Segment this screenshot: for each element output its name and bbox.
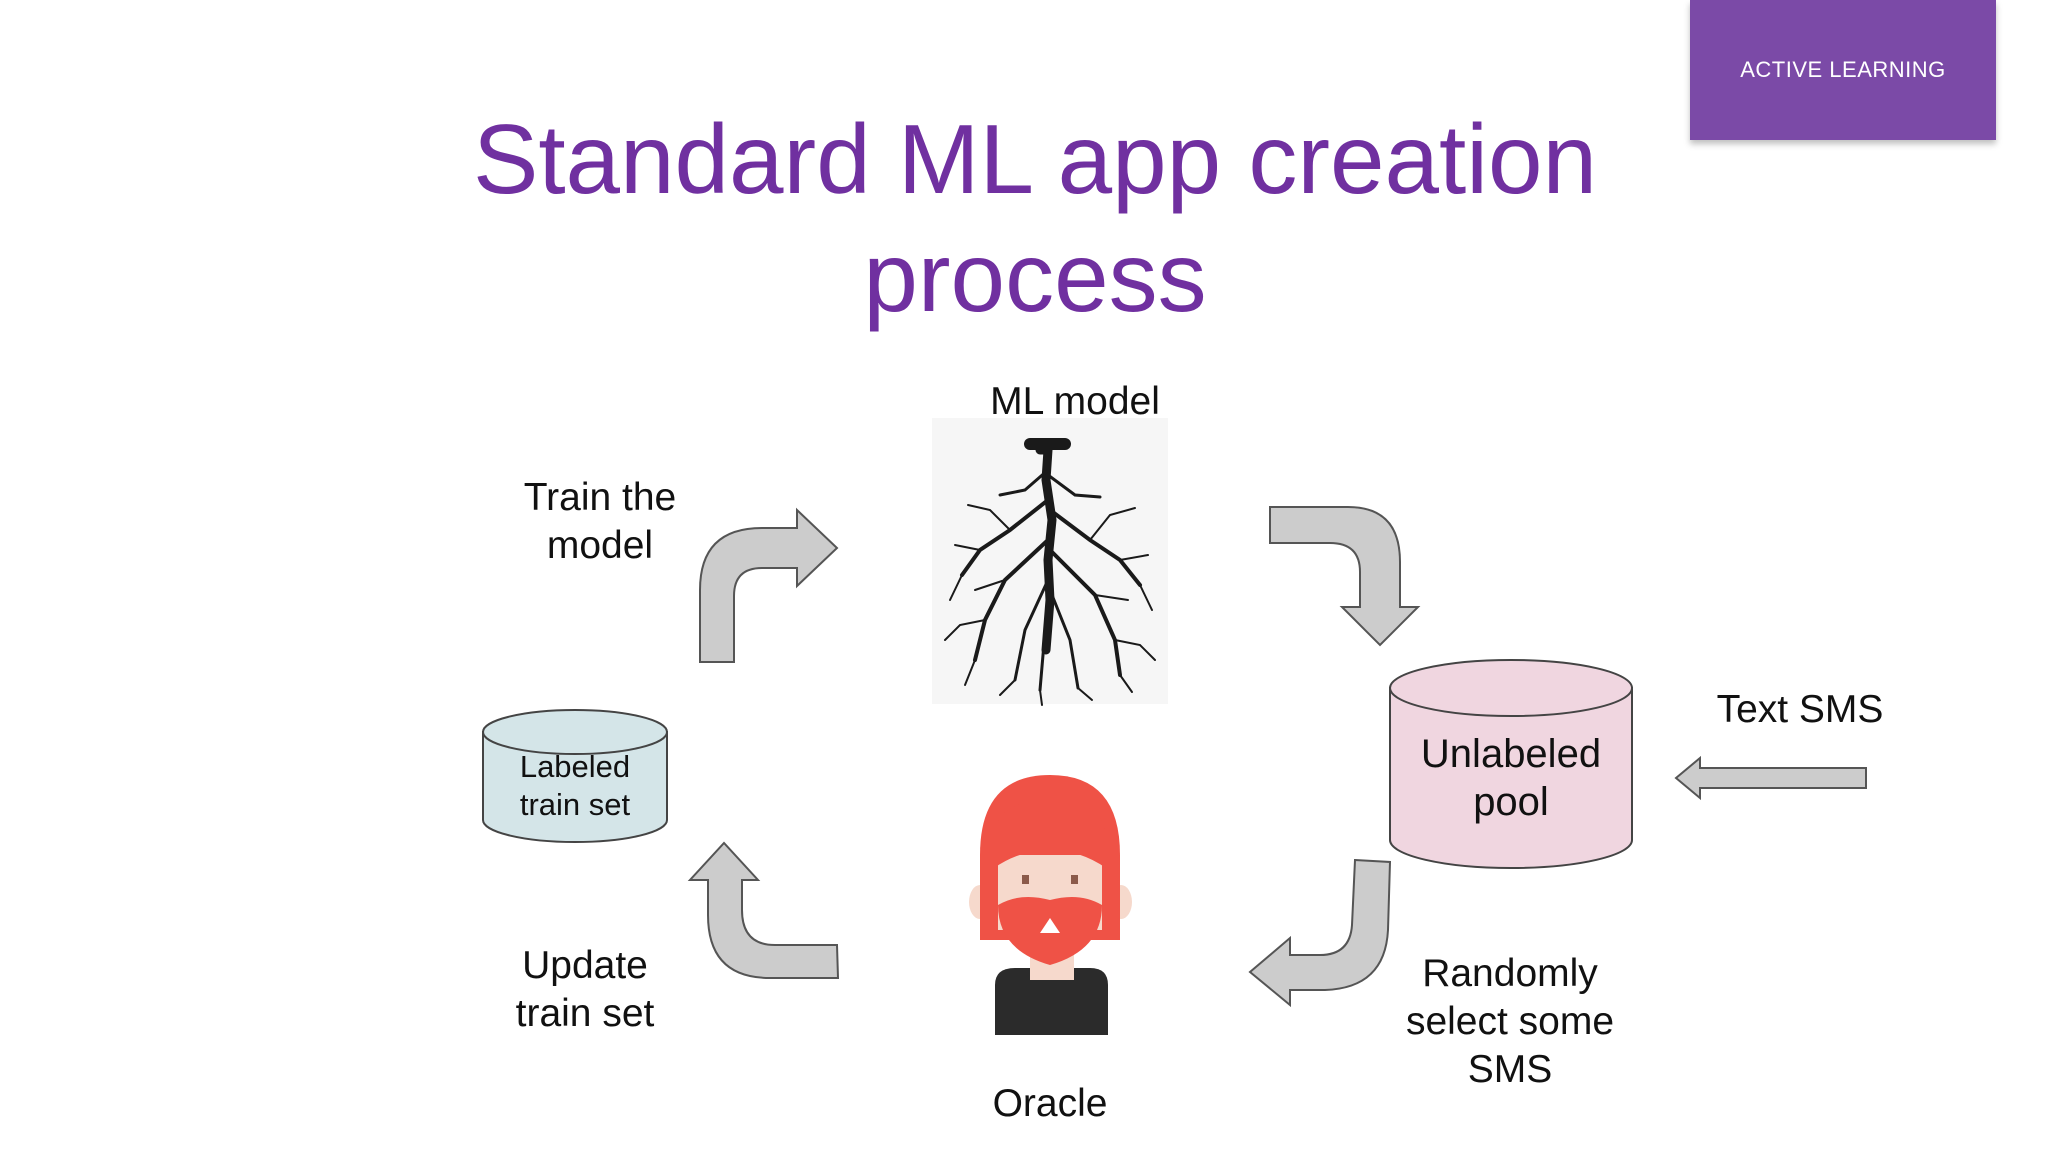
unlabeled-pool-text: Unlabeled pool <box>1420 732 1602 824</box>
labeled-train-set-text: Labeled train set <box>519 749 631 822</box>
labeled-train-set-cylinder <box>482 709 668 843</box>
arrow-pool-to-oracle <box>1248 858 1392 1008</box>
unlabeled-pool-cylinder <box>1389 659 1633 869</box>
arrow-train-model <box>699 507 839 663</box>
arrow-text-sms <box>1674 755 1867 801</box>
oracle-label: Oracle <box>992 1082 1108 1125</box>
active-learning-badge: ACTIVE LEARNING <box>1690 0 1996 140</box>
arrow-update-train-set <box>687 841 840 979</box>
update-train-set-label: Update train set <box>515 944 655 1035</box>
badge-text: ACTIVE LEARNING <box>1740 57 1946 82</box>
slide-title: Standard ML app creation process <box>472 104 1598 332</box>
ml-model-tree-icon <box>932 418 1168 706</box>
ml-model-label: ML model <box>990 380 1160 423</box>
train-the-model-label: Train the model <box>523 476 677 567</box>
randomly-select-label: Randomly select some SMS <box>1405 952 1615 1091</box>
oracle-person-icon <box>969 775 1132 1035</box>
arrow-model-to-pool <box>1269 506 1421 647</box>
text-sms-label: Text SMS <box>1716 688 1884 731</box>
